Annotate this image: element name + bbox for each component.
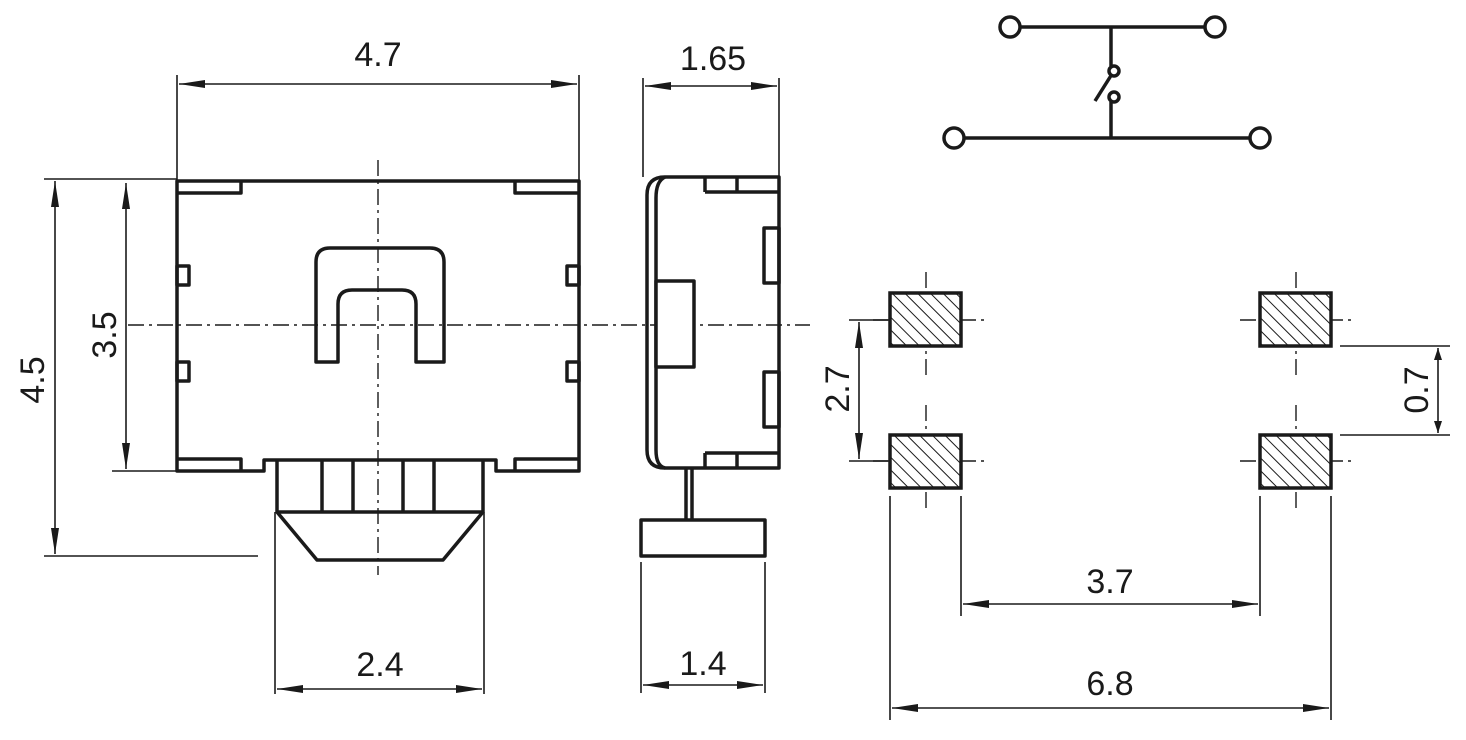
pad-bottom-left xyxy=(888,433,963,490)
contact-top-icon xyxy=(1107,64,1121,78)
front-view: 4.7 4.5 3.5 2.4 xyxy=(14,36,810,694)
dim-top-width: 4.7 xyxy=(176,36,580,181)
dim-label-actuator-width: 2.4 xyxy=(356,646,403,684)
pcb-footprint: 2.7 0.7 3.7 6.8 xyxy=(819,272,1450,720)
dim-label-pad-pitch-vertical: 2.7 xyxy=(819,365,857,412)
pad-bottom-right xyxy=(1258,433,1333,490)
actuator-u-shape xyxy=(314,246,446,364)
terminal-1-icon xyxy=(998,15,1022,39)
dim-side-depth: 1.65 xyxy=(642,40,780,177)
terminal-3-icon xyxy=(942,126,966,150)
front-plunger xyxy=(275,460,485,562)
dim-pad-height: 0.7 xyxy=(1340,345,1450,436)
side-body-outline xyxy=(639,175,781,558)
front-body-outline xyxy=(175,179,581,473)
dim-body-height: 3.5 xyxy=(86,183,177,472)
switch-schematic xyxy=(942,15,1272,150)
terminal-2-icon xyxy=(1203,15,1227,39)
contact-bottom-icon xyxy=(1107,90,1121,104)
switch-blade-icon xyxy=(1093,73,1114,102)
side-view: 1.65 1.4 xyxy=(639,40,781,693)
terminal-4-icon xyxy=(1248,126,1272,150)
dim-label-pad-inner-span: 3.7 xyxy=(1086,563,1133,601)
dim-pad-outer-span: 6.8 xyxy=(889,496,1332,720)
dim-label-side-base-depth: 1.4 xyxy=(679,645,726,683)
dim-label-pad-height: 0.7 xyxy=(1398,366,1436,413)
pad-top-right xyxy=(1258,291,1333,348)
dim-pad-pitch-vertical: 2.7 xyxy=(819,319,888,462)
dim-label-side-depth: 1.65 xyxy=(680,40,746,78)
pad-top-left xyxy=(888,291,963,348)
dim-label-body-height: 3.5 xyxy=(86,311,124,358)
dim-actuator-width: 2.4 xyxy=(274,512,485,694)
dim-pad-inner-span: 3.7 xyxy=(960,496,1261,616)
dim-side-base-depth: 1.4 xyxy=(640,562,766,693)
dim-label-pad-outer-span: 6.8 xyxy=(1086,665,1133,703)
dim-overall-height: 4.5 xyxy=(14,178,258,557)
dim-label-overall-height: 4.5 xyxy=(14,356,52,403)
dim-label-top-width: 4.7 xyxy=(354,36,401,74)
